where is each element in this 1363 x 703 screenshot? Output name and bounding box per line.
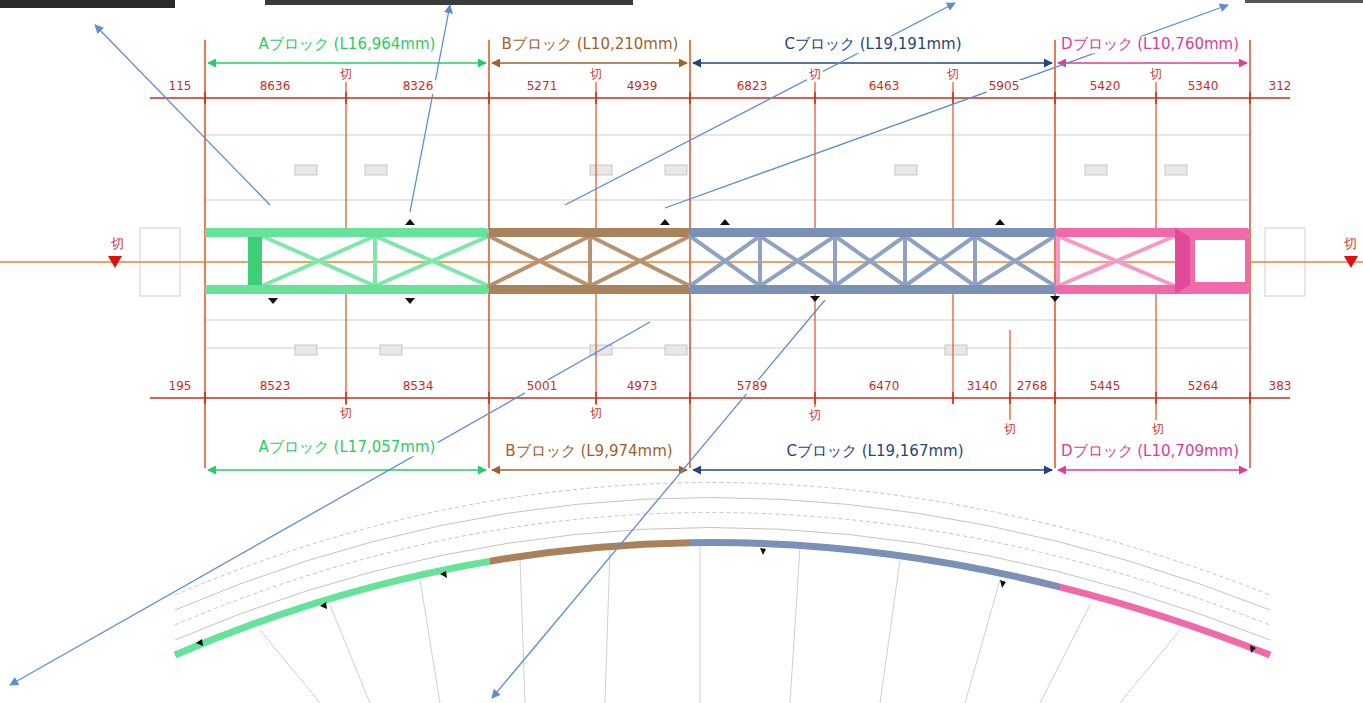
cut-mark: 切 [1342,237,1359,252]
dimension: 8326 [401,80,436,94]
cut-mark: 切 [338,68,354,82]
cut-mark: 切 [338,407,354,421]
cut-mark: 切 [1148,68,1164,82]
block-label: Aブロック (L16,964mm) [257,36,438,53]
dimension: 6463 [867,80,902,94]
dimension: 115 [167,80,194,94]
dimension: 4939 [625,80,660,94]
cut-mark: 切 [588,68,604,82]
dimension: 5271 [525,80,560,94]
dimension: 5264 [1186,380,1221,394]
dimension: 4973 [625,380,660,394]
block-label: Dブロック (L10,760mm) [1059,36,1241,53]
cut-mark: 切 [807,409,823,423]
dimension: 8534 [401,380,436,394]
dimension: 3140 [965,380,1000,394]
block-label: Cブロック (L19,191mm) [782,36,963,53]
dimension: 5445 [1088,380,1123,394]
dimension: 6823 [735,80,770,94]
dimension: 8636 [258,80,293,94]
block-label: Dブロック (L10,709mm) [1059,443,1241,460]
cut-mark: 切 [945,68,961,82]
dimension: 5420 [1088,80,1123,94]
dimension: 5340 [1186,80,1221,94]
dimension: 5789 [735,380,770,394]
dimension: 5905 [987,80,1022,94]
cut-mark: 切 [1150,423,1166,437]
block-label: Bブロック (L10,210mm) [500,36,681,53]
cut-mark: 切 [588,407,604,421]
block-label: Cブロック (L19,167mm) [784,443,965,460]
block-label: Bブロック (L9,974mm) [503,443,674,460]
dimension: 383 [1267,380,1294,394]
block-label: Aブロック (L17,057mm) [257,439,438,456]
cut-mark: 切 [807,68,823,82]
dimension: 8523 [258,380,293,394]
dimension: 6470 [867,380,902,394]
dimension: 5001 [525,380,560,394]
dimension: 195 [167,380,194,394]
cut-mark: 切 [109,237,126,252]
dimension: 312 [1267,80,1294,94]
cut-mark: 切 [1002,423,1018,437]
dimension: 2768 [1015,380,1050,394]
